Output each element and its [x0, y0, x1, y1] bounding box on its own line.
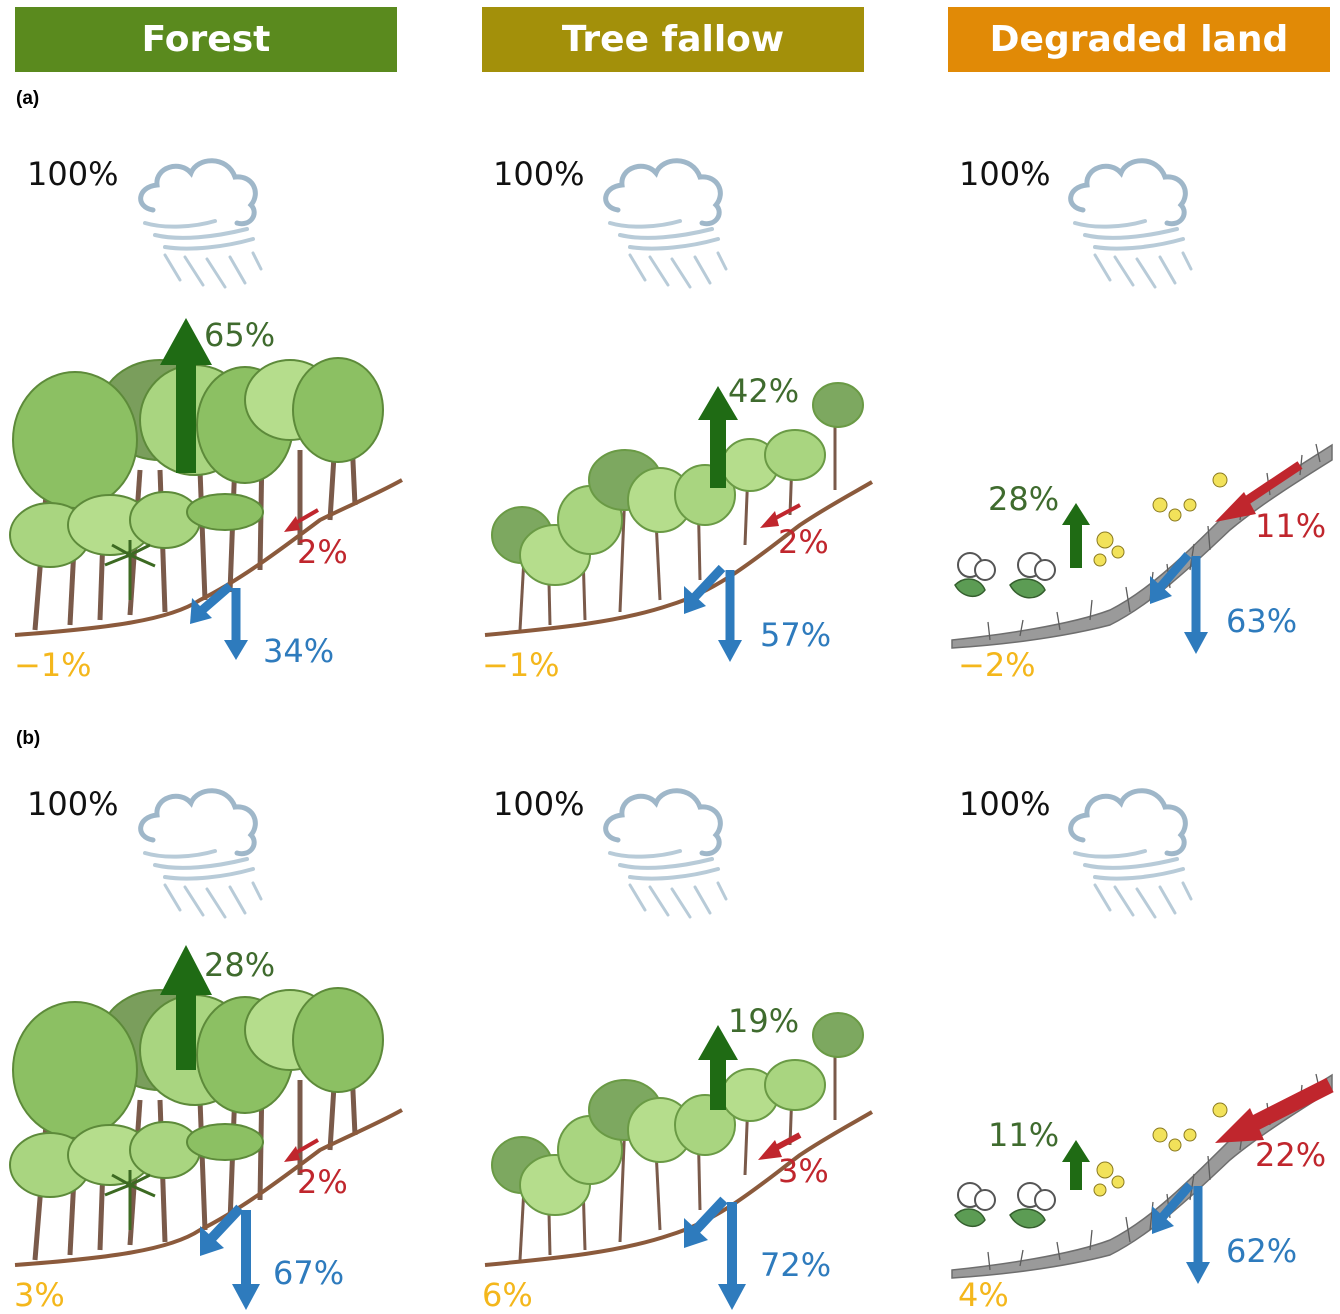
infiltration-label: 72% [760, 1246, 832, 1284]
runoff-label: 2% [778, 523, 829, 561]
runoff-arrow-icon [284, 1146, 300, 1162]
runoff-label: 11% [1255, 507, 1327, 545]
runoff-arrow-icon [1237, 461, 1303, 509]
runoff-arrow-icon [1215, 492, 1256, 522]
storage-change-label: −1% [14, 646, 92, 684]
runoff-arrow-icon [758, 1140, 782, 1160]
rain-cloud-icon [141, 161, 261, 287]
storage-change-label: −2% [958, 646, 1036, 684]
runoff-arrow-icon [1215, 1108, 1264, 1143]
tree-fallow-illustration [483, 1011, 874, 1267]
et-arrow-icon [698, 1025, 738, 1110]
infiltration-arrow-icon [197, 582, 241, 648]
evapotranspiration-label: 42% [728, 372, 800, 410]
runoff-arrow-icon [760, 511, 779, 528]
storage-change-label: −1% [482, 646, 560, 684]
storage-change-label: 6% [482, 1276, 533, 1314]
infiltration-label: 67% [273, 1254, 345, 1292]
et-arrow-icon [160, 945, 212, 1070]
header-tree-fallow: Tree fallow [482, 7, 864, 72]
et-arrow-icon [698, 386, 738, 488]
evapotranspiration-label: 11% [988, 1116, 1060, 1154]
rainfall-label: 100% [27, 155, 119, 193]
rainfall-label: 100% [493, 785, 585, 823]
evapotranspiration-label: 28% [988, 480, 1060, 518]
rainfall-label: 100% [27, 785, 119, 823]
infiltration-arrow-icon [1154, 552, 1201, 640]
rain-cloud-icon [141, 791, 261, 917]
runoff-arrow-icon [284, 516, 300, 532]
runoff-label: 22% [1255, 1136, 1327, 1174]
rainfall-label: 100% [959, 155, 1051, 193]
rainfall-label: 100% [493, 155, 585, 193]
panel-label-b: (b) [16, 728, 41, 749]
panel-label-a: (a) [16, 88, 40, 109]
infiltration-arrow-icon [206, 1204, 251, 1290]
runoff-arrow-icon [1241, 1077, 1334, 1136]
forest-illustration [10, 988, 402, 1265]
infiltration-label: 34% [263, 632, 335, 670]
evapotranspiration-label: 19% [728, 1002, 800, 1040]
rain-cloud-icon [606, 791, 726, 917]
rain-cloud-icon [1071, 791, 1191, 917]
evapotranspiration-label: 28% [204, 946, 276, 984]
rain-cloud-icon [1071, 161, 1191, 287]
infiltration-arrow-icon [690, 1196, 737, 1290]
evapotranspiration-label: 65% [204, 316, 276, 354]
tree-fallow-illustration [483, 381, 874, 637]
et-arrow-icon [1062, 503, 1090, 568]
header-degraded-land: Degraded land [948, 7, 1330, 72]
forest-illustration [10, 358, 402, 635]
et-arrow-icon [1062, 1140, 1090, 1190]
et-arrow-icon [160, 318, 212, 473]
runoff-label: 2% [297, 533, 348, 571]
infiltration-label: 57% [760, 616, 832, 654]
runoff-label: 2% [297, 1163, 348, 1201]
infiltration-arrow-icon [688, 564, 735, 648]
rain-cloud-icon [606, 161, 726, 287]
infiltration-arrow-icon [1156, 1182, 1203, 1270]
runoff-label: 3% [778, 1152, 829, 1190]
header-forest: Forest [15, 7, 397, 72]
storage-change-label: 4% [958, 1276, 1009, 1314]
storage-change-label: 3% [14, 1276, 65, 1314]
infiltration-label: 63% [1226, 602, 1298, 640]
infiltration-label: 62% [1226, 1232, 1298, 1270]
rainfall-label: 100% [959, 785, 1051, 823]
